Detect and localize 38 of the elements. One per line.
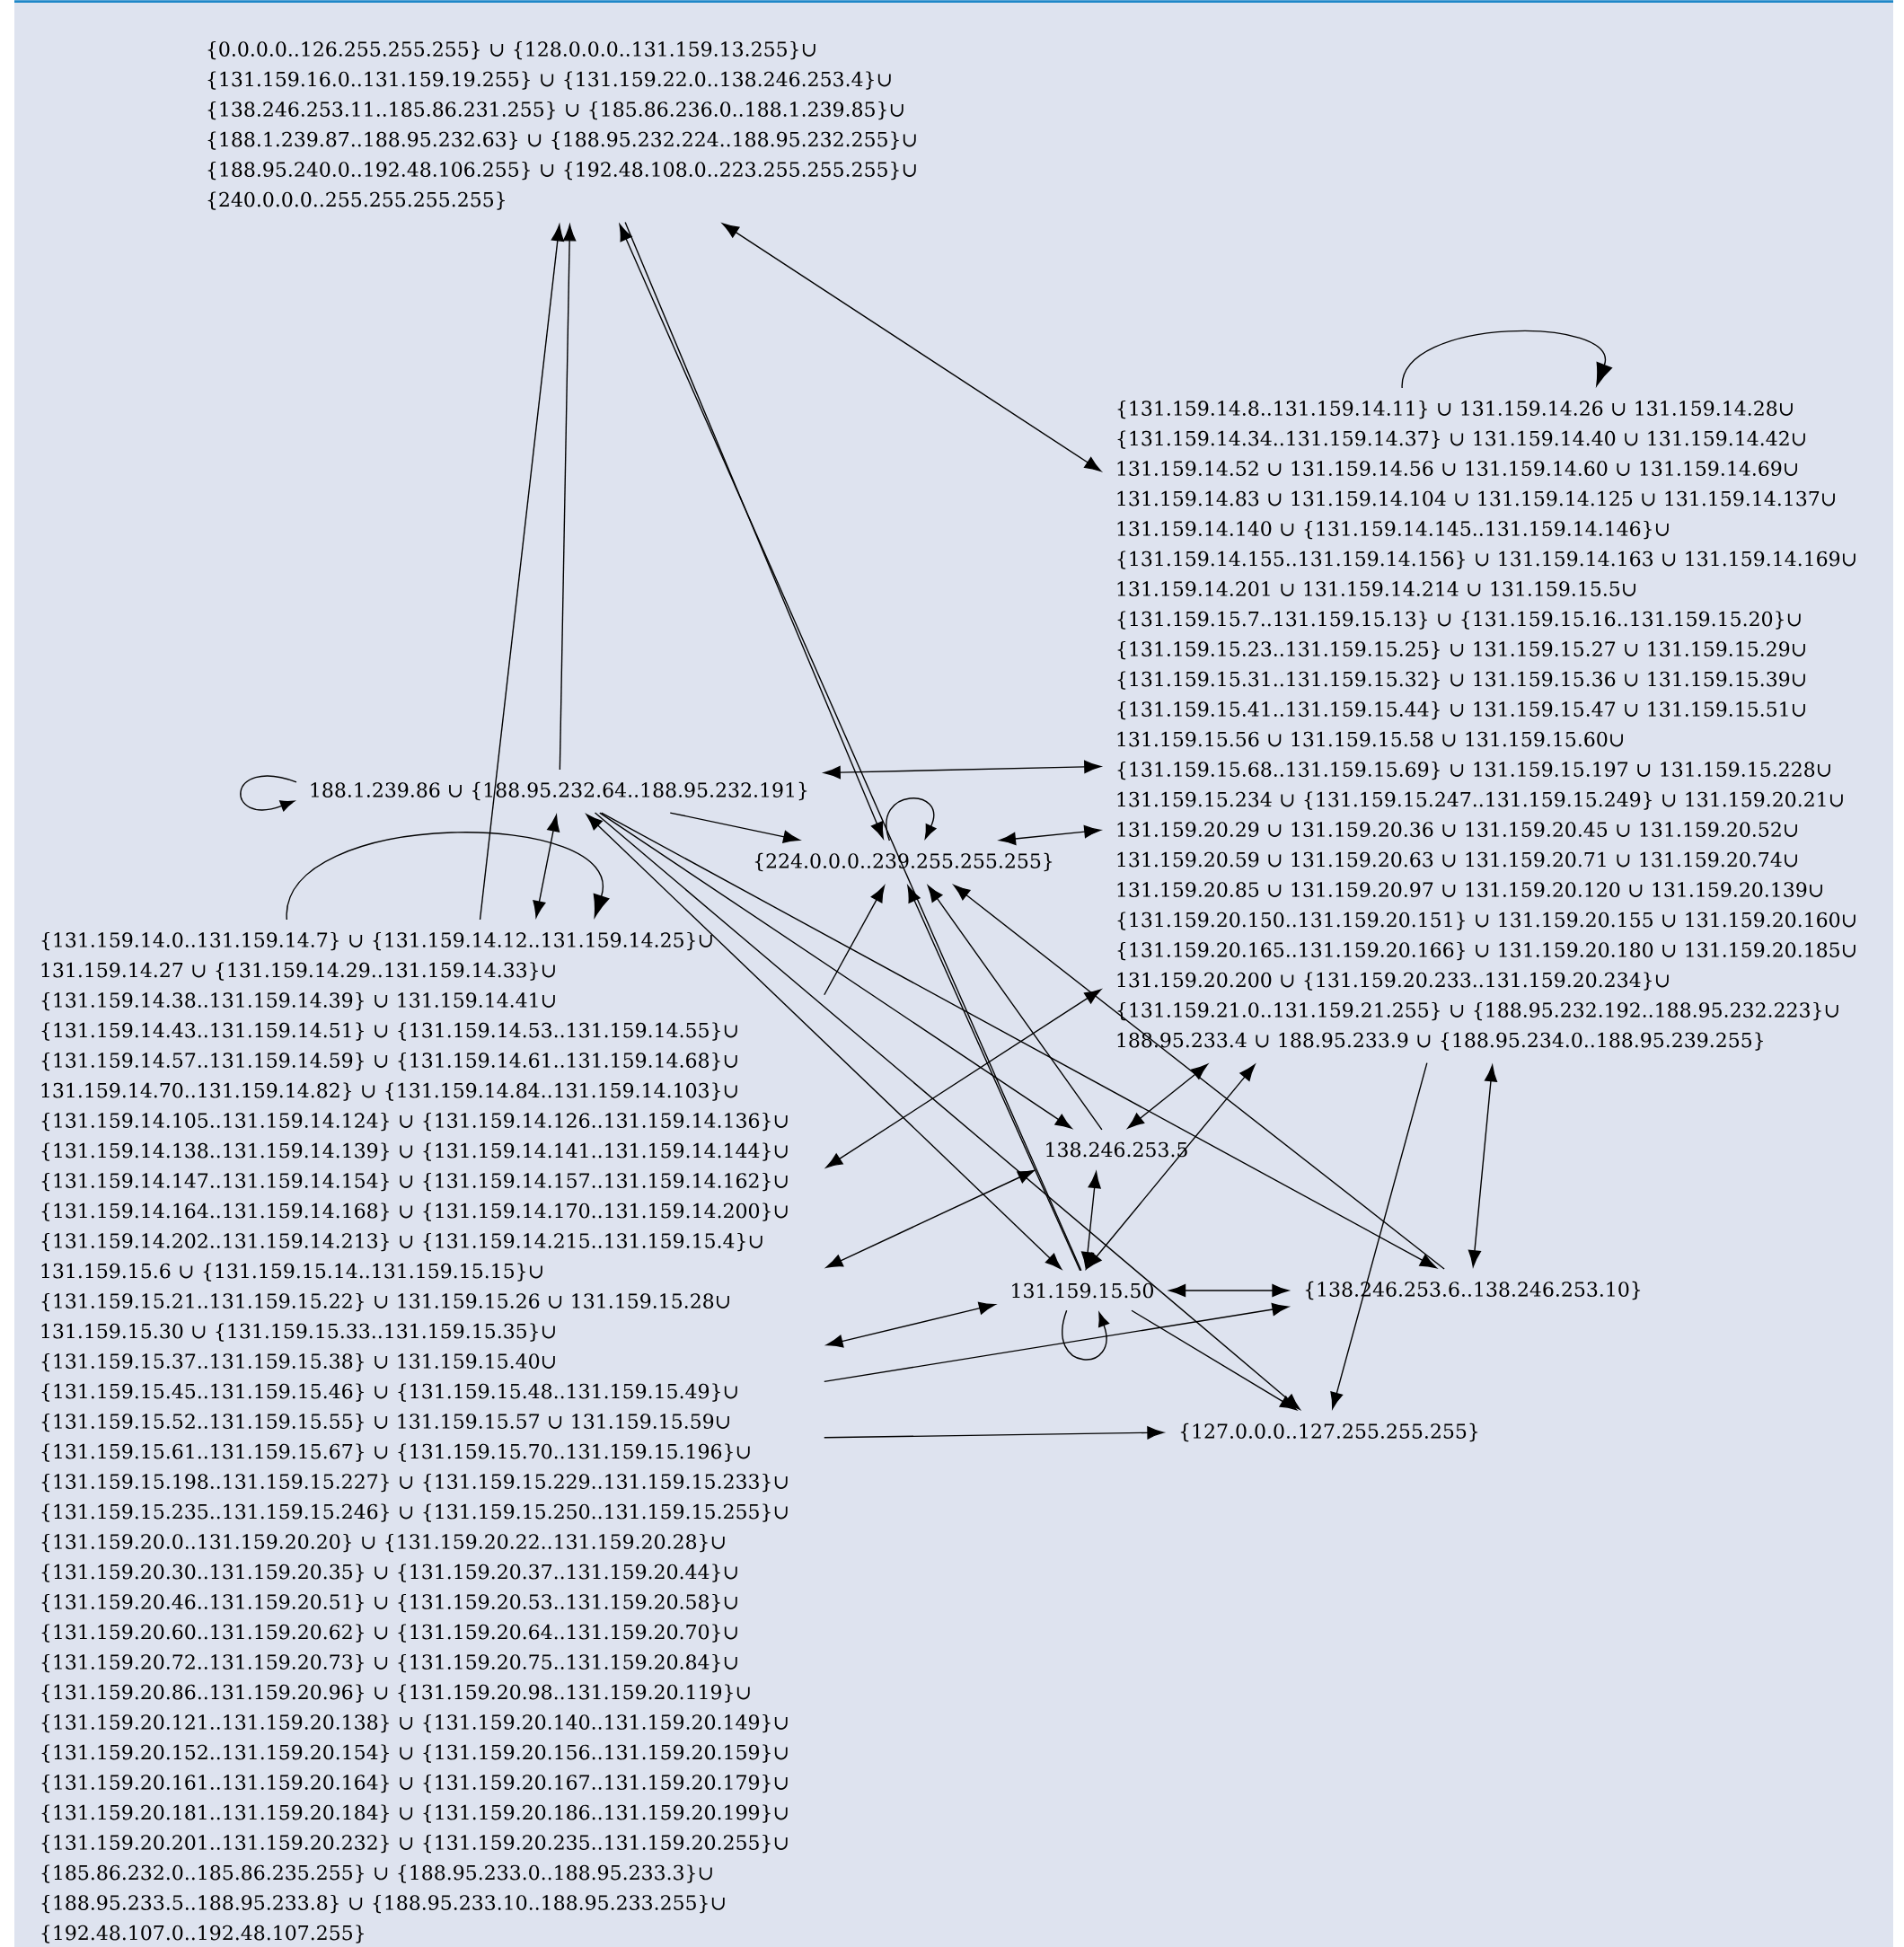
arrow — [1080, 1171, 1101, 1269]
arrow — [599, 812, 1072, 1129]
arrow — [669, 812, 800, 843]
arrow — [559, 224, 577, 771]
arrow — [624, 221, 884, 839]
arrow — [586, 814, 1062, 1270]
loop-arrow — [886, 797, 937, 841]
arrow — [825, 1169, 1035, 1268]
arrow — [1127, 1063, 1208, 1129]
arrow — [533, 815, 560, 918]
arrow — [594, 812, 1300, 1410]
address-set: {127.0.0.0..127.255.255.255} — [1180, 1423, 1478, 1442]
arrow — [927, 885, 1103, 1131]
arrow — [1131, 1309, 1297, 1411]
arrow — [824, 760, 1101, 780]
address-set: {0.0.0.0..126.255.255.255} ∪ {128.0.0.0..131.159.13.255}∪ {131.159.16.0..131.159.19.255} ∪ {131.159.22.0..138.246.253.4}∪ {138.246.253.11..185.86.231.255} ∪ {185.86.236.0..188.1.239.85}∪ {188.1.239.87..188.95.232.63} ∪ {188.95.232.224..188.95.232.255}∪ {188.95.240.0..192.48.106.255} ∪ {192.48.108.0..223.255.255.255}∪ {240.0.0.0..255.255.255.255} — [207, 40, 916, 210]
arrow — [825, 989, 1102, 1168]
arrow — [953, 885, 1445, 1270]
arrow — [824, 885, 886, 996]
arrow — [619, 224, 1082, 1272]
arrow — [1168, 1283, 1289, 1298]
loop-arrow — [1401, 330, 1612, 389]
address-set: 131.159.15.50 — [1012, 1282, 1153, 1299]
arrow — [722, 223, 1102, 472]
arrow — [999, 825, 1101, 846]
loop-arrow — [286, 832, 610, 921]
arrow — [824, 1302, 1289, 1383]
arrow — [825, 1301, 996, 1348]
loop-arrow — [240, 775, 297, 812]
address-set: {131.159.14.0..131.159.14.7} ∪ {131.159.14.12..131.159.14.25}∪ 131.159.14.27 ∪ {131.159.14.29..131.159.14.33}∪ {131.159.14.38..131.159.14.39} ∪ 131.159.14.41∪ {131.159.14.43..131.159.14.51} ∪ {131.159.14.53..131.159.14.55}∪ {131.159.14.57..131.159.14.59} ∪ {131.159.14.61..131.159.14.68}∪ 131.159.14.70..131.159.14.82} ∪ {131.159.14.84..131.159.14.103}∪ {131.159.14.105..131.159.14.124} ∪ {131.159.14.126..131.159.14.136}∪ {131.159.14.138..131.159.14.139} ∪ {131.159.14.141..131.159.14.144}∪ {131.159.14.147..131.159.14.154} ∪ {131.159.14.157..131.159.14.162}∪ {131.159.14.164..131.159.14.168} ∪ {131.159.14.170..131.159.14.200}∪ {131.159.14.202..131.159.14.213} ∪ {131.159.14.215..131.159.15.4}∪ 131.159.15.6 ∪ {131.159.15.14..131.159.15.15}∪ {131.159.15.21..131.159.15.22} ∪ 131.159.15.26 ∪ 131.159.15.28∪ 131.159.15.30 ∪ {131.159.15.33..131.159.15.35}∪ {131.159.15.37..131.159.15.38} ∪ 131.159.15.40∪ {131.159.15.45..131.159.15.46} ∪ {131.159.15.48..131.159.15.49}∪ {131.159.15.52..131.159.15.55} ∪ 131.159.15.57 ∪ 131.159.15.59∪ {131.159.15.61..131.159.15.67} ∪ {131.159.15.70..131.159.15.196}∪ {131.159.15.198..131.159.15.227} ∪ {131.159.15.229..131.159.15.233}∪ {131.159.15.235..131.159.15.246} ∪ {131.159.15.250..131.159.15.255}∪ {131.159.20.0..131.159.20.20} ∪ {131.159.20.22..131.159.20.28}∪ {131.159.20.30..131.159.20.35} ∪ {131.159.20.37..131.159.20.44}∪ {131.159.20.46..131.159.20.51} ∪ {131.159.20.53..131.159.20.58}∪ {131.159.20.60..131.159.20.62} ∪ {131.159.20.64..131.159.20.70}∪ {131.159.20.72..131.159.20.73} ∪ {131.159.20.75..131.159.20.84}∪ {131.159.20.86..131.159.20.96} ∪ {131.159.20.98..131.159.20.119}∪ {131.159.20.121..131.159.20.138} ∪ {131.159.20.140..131.159.20.149}∪ {131.159.20.152..131.159.20.154} ∪ {131.159.20.156..131.159.20.159}∪ {131.159.20.161..131.159.20.164} ∪ {131.159.20.167..131.159.20.179}∪ {131.159.20.181..131.159.20.184} ∪ {131.159.20.186..131.159.20.199}∪ {131.159.20.201..131.159.20.232} ∪ {131.159.20.235..131.159.20.255}∪ {185.86.232.0..185.86.235.255} ∪ {188.95.233.0..188.95.233.3}∪ {188.95.233.5..188.95.233.8} ∪ {188.95.233.10..188.95.233.255}∪ {192.48.107.0..192.48.107.255} — [41, 931, 788, 1943]
arrow — [479, 224, 564, 921]
loop-arrow — [1062, 1309, 1110, 1361]
arrow — [1330, 1062, 1428, 1409]
arrow — [1086, 1064, 1256, 1270]
arrow — [601, 812, 1437, 1269]
arrow — [907, 885, 1081, 1272]
arrow — [824, 1426, 1164, 1440]
arrow — [1468, 1064, 1498, 1267]
